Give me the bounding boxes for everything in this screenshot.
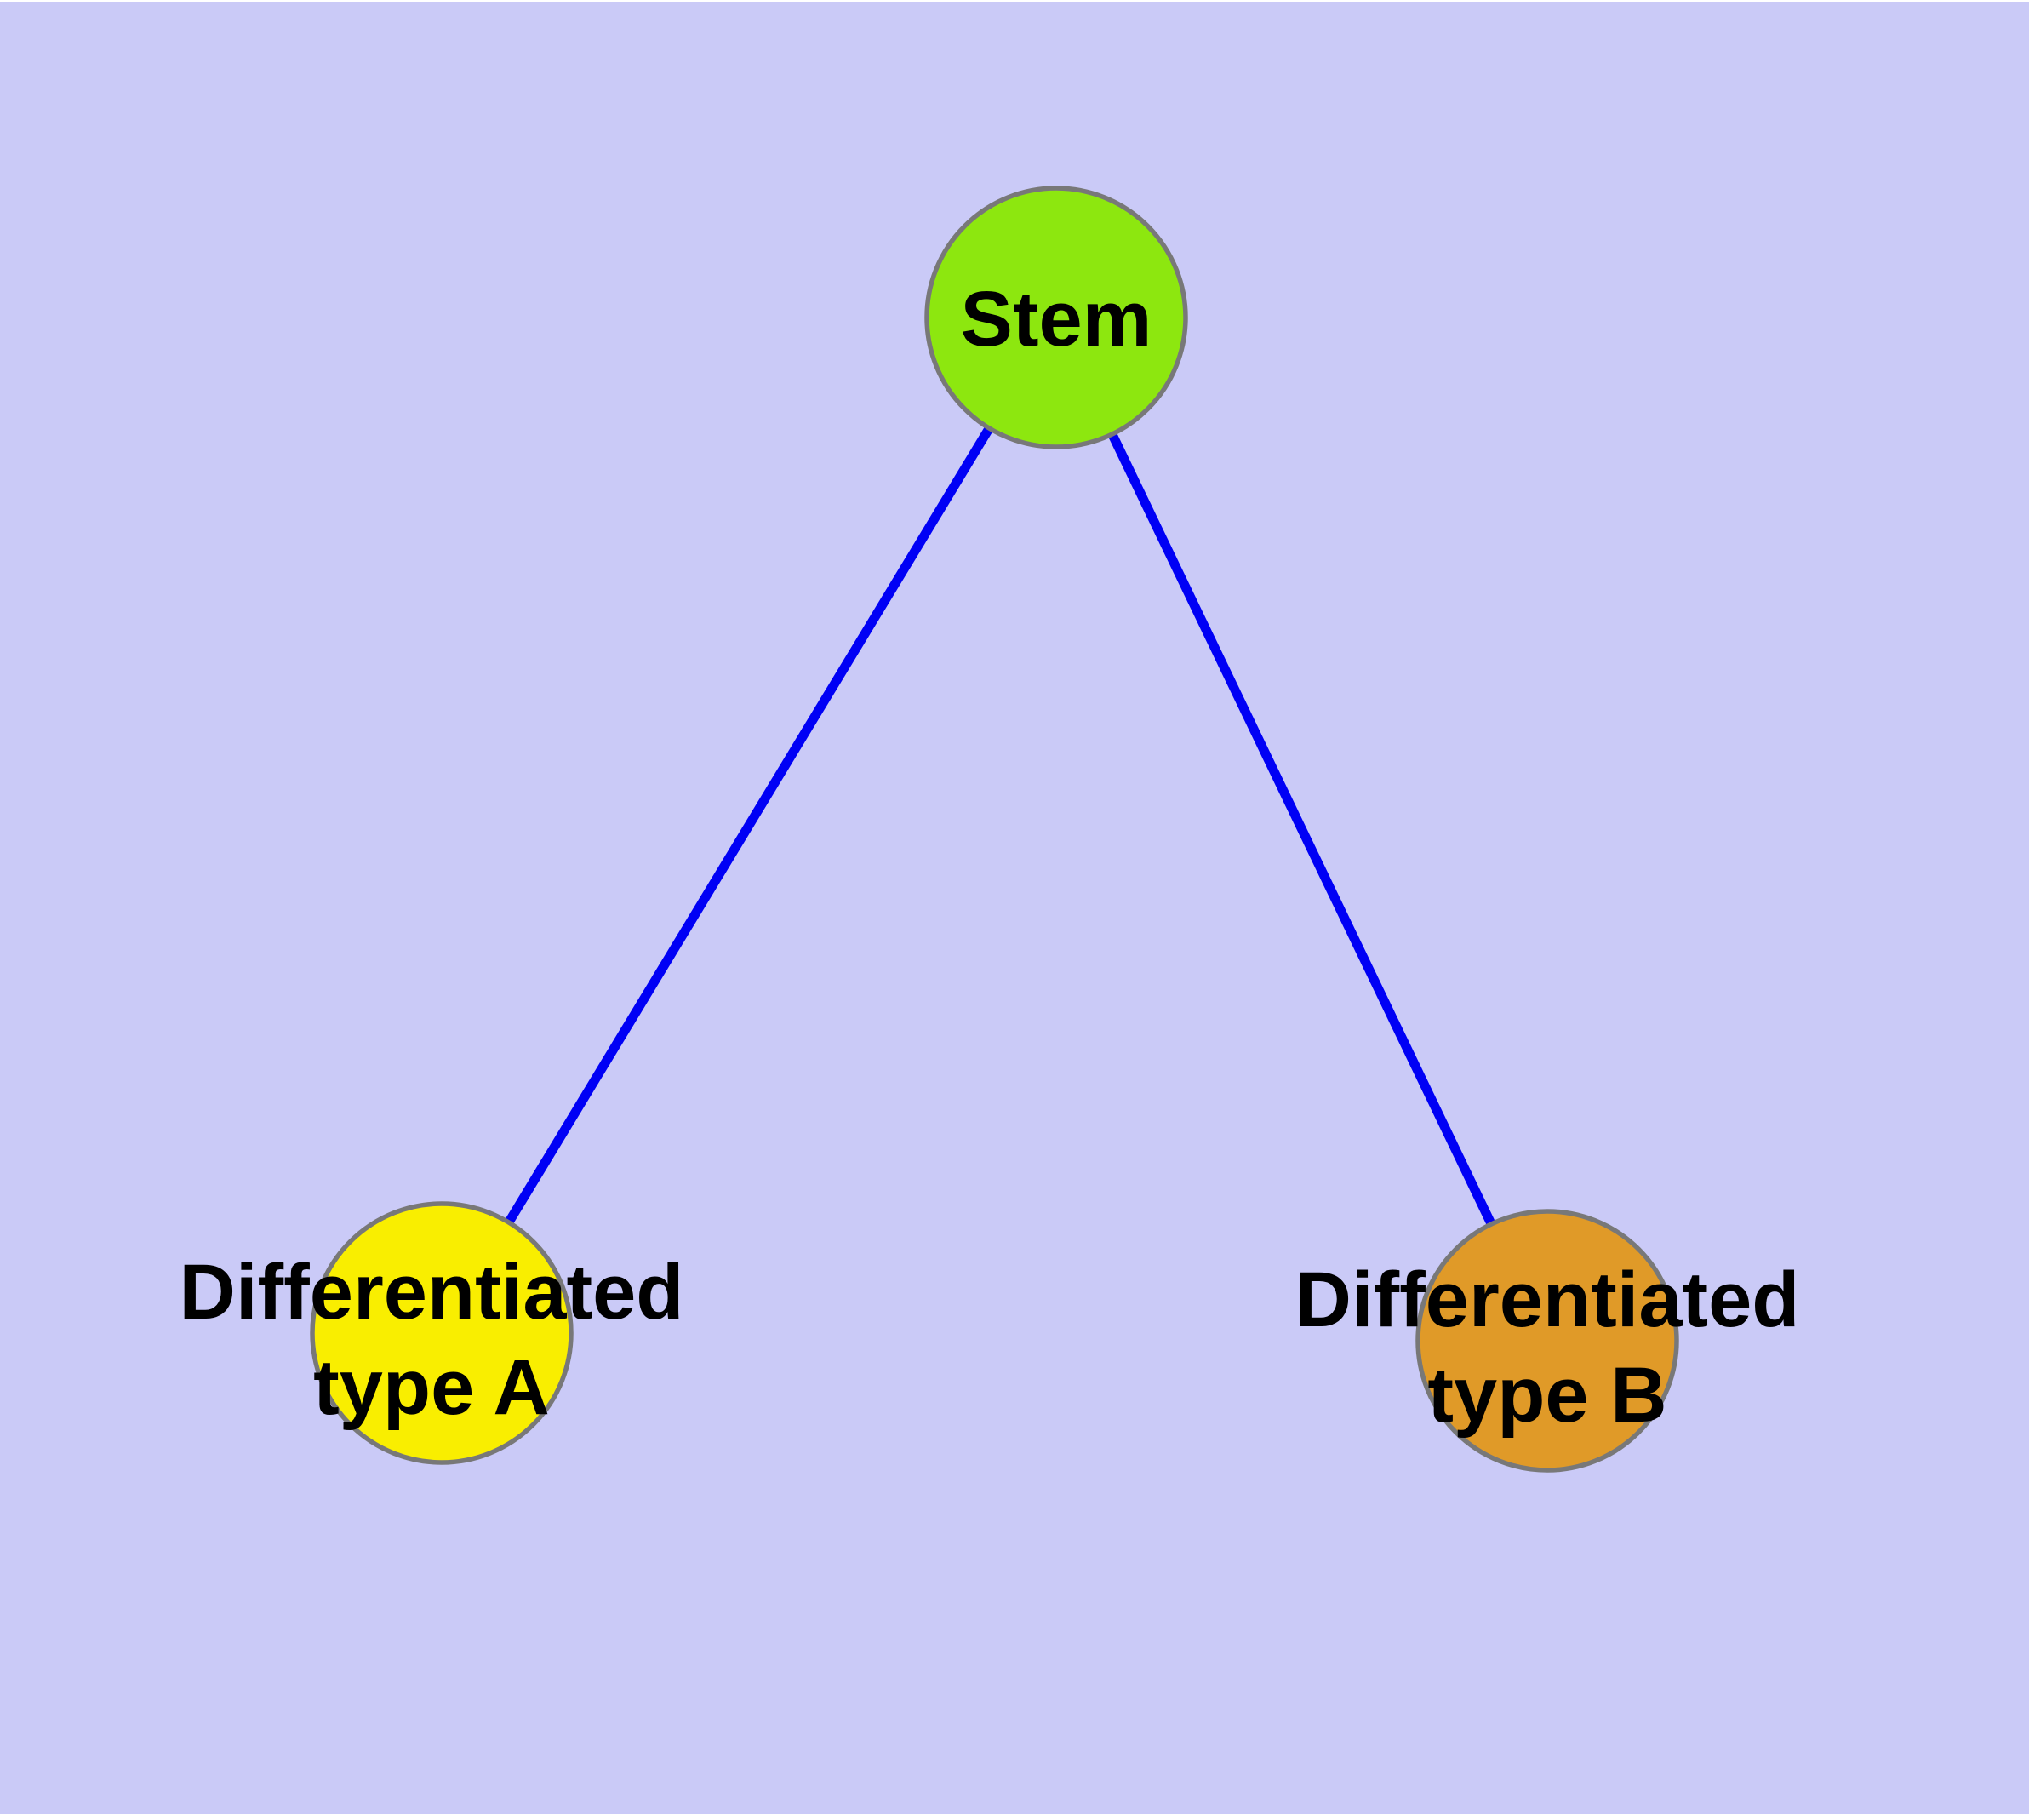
node-stem [924, 186, 1188, 449]
node-type-a-label-line1: Differentiated [180, 1249, 684, 1336]
node-stem-label: Stem [961, 276, 1152, 363]
node-type-a [310, 1201, 574, 1465]
edge-stem-to-type-b [1052, 315, 1552, 1343]
node-type-a-label-line2: type A [313, 1344, 550, 1431]
node-type-b-label-line1: Differentiated [1295, 1256, 1800, 1343]
edge-stem-to-type-a [437, 315, 1060, 1336]
node-type-b-label-line2: type B [1427, 1352, 1666, 1439]
node-type-b [1415, 1209, 1679, 1473]
